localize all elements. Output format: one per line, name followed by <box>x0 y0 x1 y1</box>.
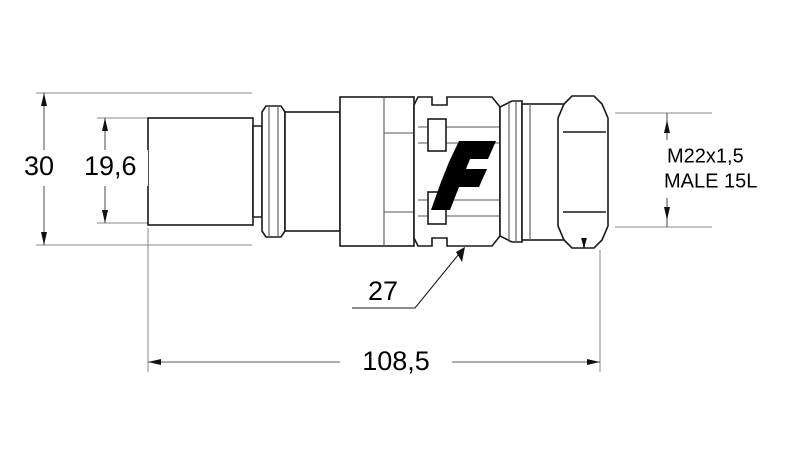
plug-shoulder-step <box>252 125 263 218</box>
dim-arrow-1085-left <box>148 359 161 365</box>
faster-f-logo <box>431 141 496 210</box>
transition-collar <box>499 100 523 243</box>
dim-arrow-1085-right <box>587 359 600 365</box>
dim-text-1085-backdrop <box>340 344 452 380</box>
thread-note-backdrop <box>660 140 800 198</box>
coupling-part-geometry <box>147 95 609 249</box>
leader-arrow-27 <box>456 247 465 262</box>
sleeve-section <box>284 111 341 232</box>
thread-note-line-1: M22x1,5 <box>667 145 744 167</box>
thread-note-line-2: MALE 15L <box>664 170 757 192</box>
dim-label-196: 19,6 <box>84 151 137 181</box>
hex-nut <box>557 95 609 249</box>
dim-text-196-backdrop <box>82 150 148 186</box>
threaded-shank <box>521 103 565 241</box>
hex-nut-center-tick <box>581 238 587 248</box>
leader-line-27 <box>352 248 464 309</box>
dim-arrow-196-top <box>102 118 108 131</box>
dim-label-27: 27 <box>368 276 398 306</box>
plug-height-dimension: 19,6 <box>82 118 148 223</box>
thread-specification-note: M22x1,5 MALE 15L <box>660 113 800 227</box>
overall-length-dimension: 108,5 <box>148 344 600 380</box>
sleeve-pad-top <box>427 118 447 152</box>
hex-body-block <box>339 96 415 247</box>
dim-arrow-thread-bottom <box>664 207 670 220</box>
dim-label-1085: 108,5 <box>362 346 430 376</box>
dim-arrow-30-bottom <box>41 232 47 245</box>
hex-size-callout: 27 <box>352 247 465 309</box>
dim-arrow-thread-top <box>664 120 670 133</box>
logo-f-shape <box>431 141 496 210</box>
dim-text-30-backdrop <box>24 150 68 186</box>
dim-label-30: 30 <box>24 151 54 181</box>
dim-arrow-196-bottom <box>102 210 108 223</box>
dim-arrow-30-top <box>41 93 47 106</box>
overall-height-dimension: 30 <box>24 93 68 245</box>
locking-bead-ring <box>261 105 286 238</box>
plug-nose-body <box>147 117 254 226</box>
extension-lines <box>36 92 712 372</box>
